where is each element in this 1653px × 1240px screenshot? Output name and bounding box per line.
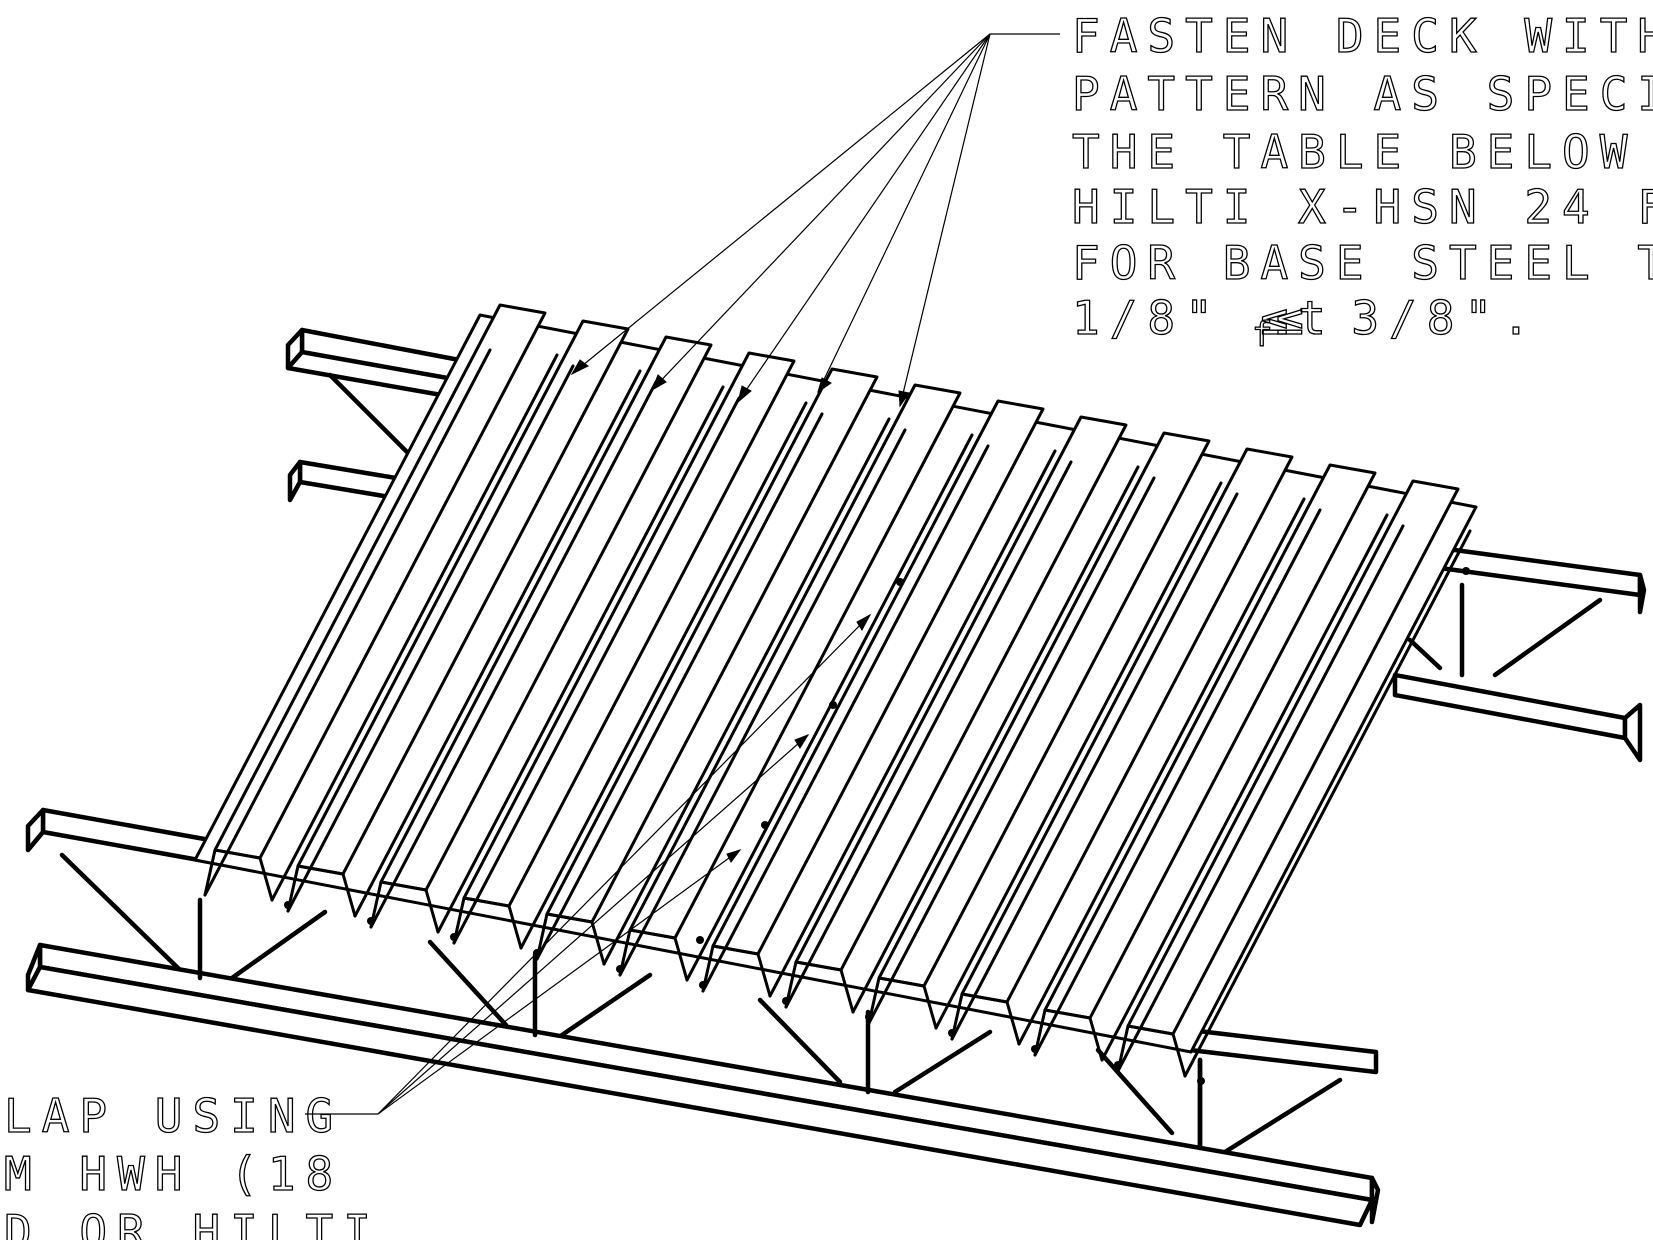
deck-rib	[784, 415, 1140, 1021]
note-fasten-deck: FASTEN DECK WITH PATTERN AS SPECIFI THE …	[1071, 8, 1653, 355]
joist-right-upper	[1392, 545, 1647, 763]
deck-rib	[203, 303, 559, 909]
note-line-1: FASTEN DECK WITH	[1072, 9, 1653, 63]
side-lap-fastener-dot	[829, 701, 837, 709]
lap-note-line-1: LAP USING	[4, 1089, 343, 1143]
note-line-6: 1/8" ≤t	[1072, 291, 1336, 345]
fastener-dot	[1197, 1077, 1205, 1085]
side-lap-fastener-dot	[896, 578, 904, 586]
deck-rib	[1116, 479, 1472, 1085]
lap-note-line-3: D OR HILTI	[4, 1205, 381, 1240]
fastener-dot	[1462, 567, 1470, 575]
note-side-lap: LAP USING M HWH (18 D OR HILTI	[3, 1088, 381, 1240]
steel-joists	[25, 327, 1647, 1228]
deck-rib	[618, 383, 974, 989]
deck-rib	[535, 367, 891, 973]
note-line-3: THE TABLE BELOW U	[1072, 125, 1653, 179]
leader-lines-side-lap	[305, 613, 872, 1115]
note-line-2: PATTERN AS SPECIFI	[1072, 67, 1653, 121]
metal-roof-deck	[193, 303, 1478, 1085]
joist-upper-left	[285, 327, 473, 505]
side-lap-fastener-dot	[696, 936, 704, 944]
joist-front-left	[25, 807, 213, 973]
leader-lines-fasten-deck	[570, 33, 1060, 408]
note-line-4: HILTI X-HSN 24 FAS	[1072, 180, 1653, 234]
joist-front-main	[25, 897, 1381, 1228]
note-line-6b: ≤ 3/8".	[1276, 291, 1540, 345]
note-subscript: f	[1252, 315, 1274, 355]
deck-rib	[452, 351, 808, 957]
side-lap-fastener-dot	[761, 821, 769, 829]
deck-rib	[950, 447, 1306, 1053]
joist-right-lower	[1187, 1027, 1379, 1155]
deck-rib	[701, 399, 1057, 1005]
note-line-5: FOR BASE STEEL THI	[1072, 236, 1653, 290]
deck-rib	[1033, 463, 1389, 1069]
lap-note-line-2: M HWH (18	[4, 1147, 343, 1201]
